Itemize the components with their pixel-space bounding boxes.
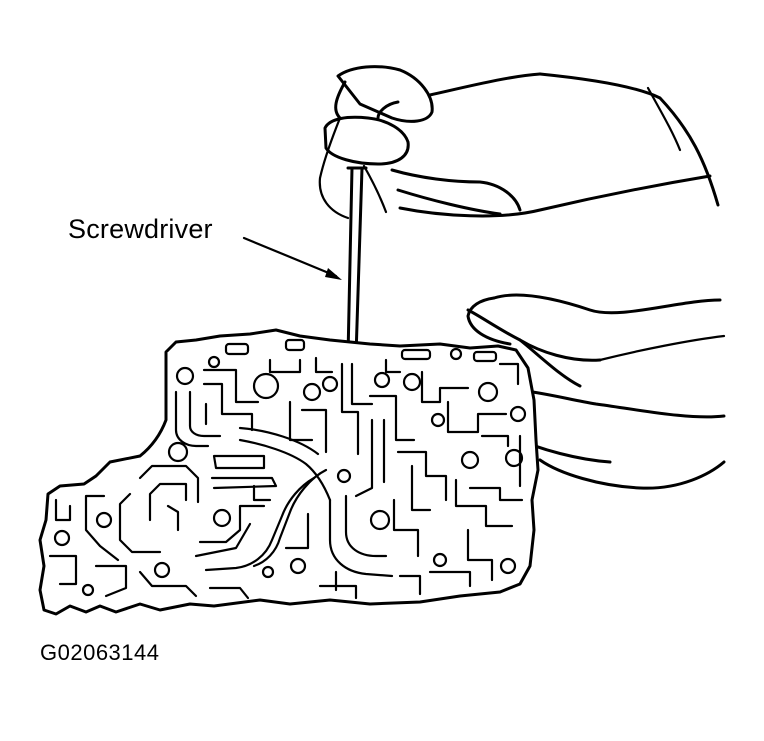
screwdriver (335, 166, 368, 364)
figure-id: G02063144 (40, 640, 160, 665)
screwdriver-label: Screwdriver (68, 214, 213, 244)
callout-leader (242, 236, 342, 280)
valve-body-passages (48, 338, 527, 600)
valve-body (38, 328, 540, 616)
upper-hand (318, 65, 720, 220)
